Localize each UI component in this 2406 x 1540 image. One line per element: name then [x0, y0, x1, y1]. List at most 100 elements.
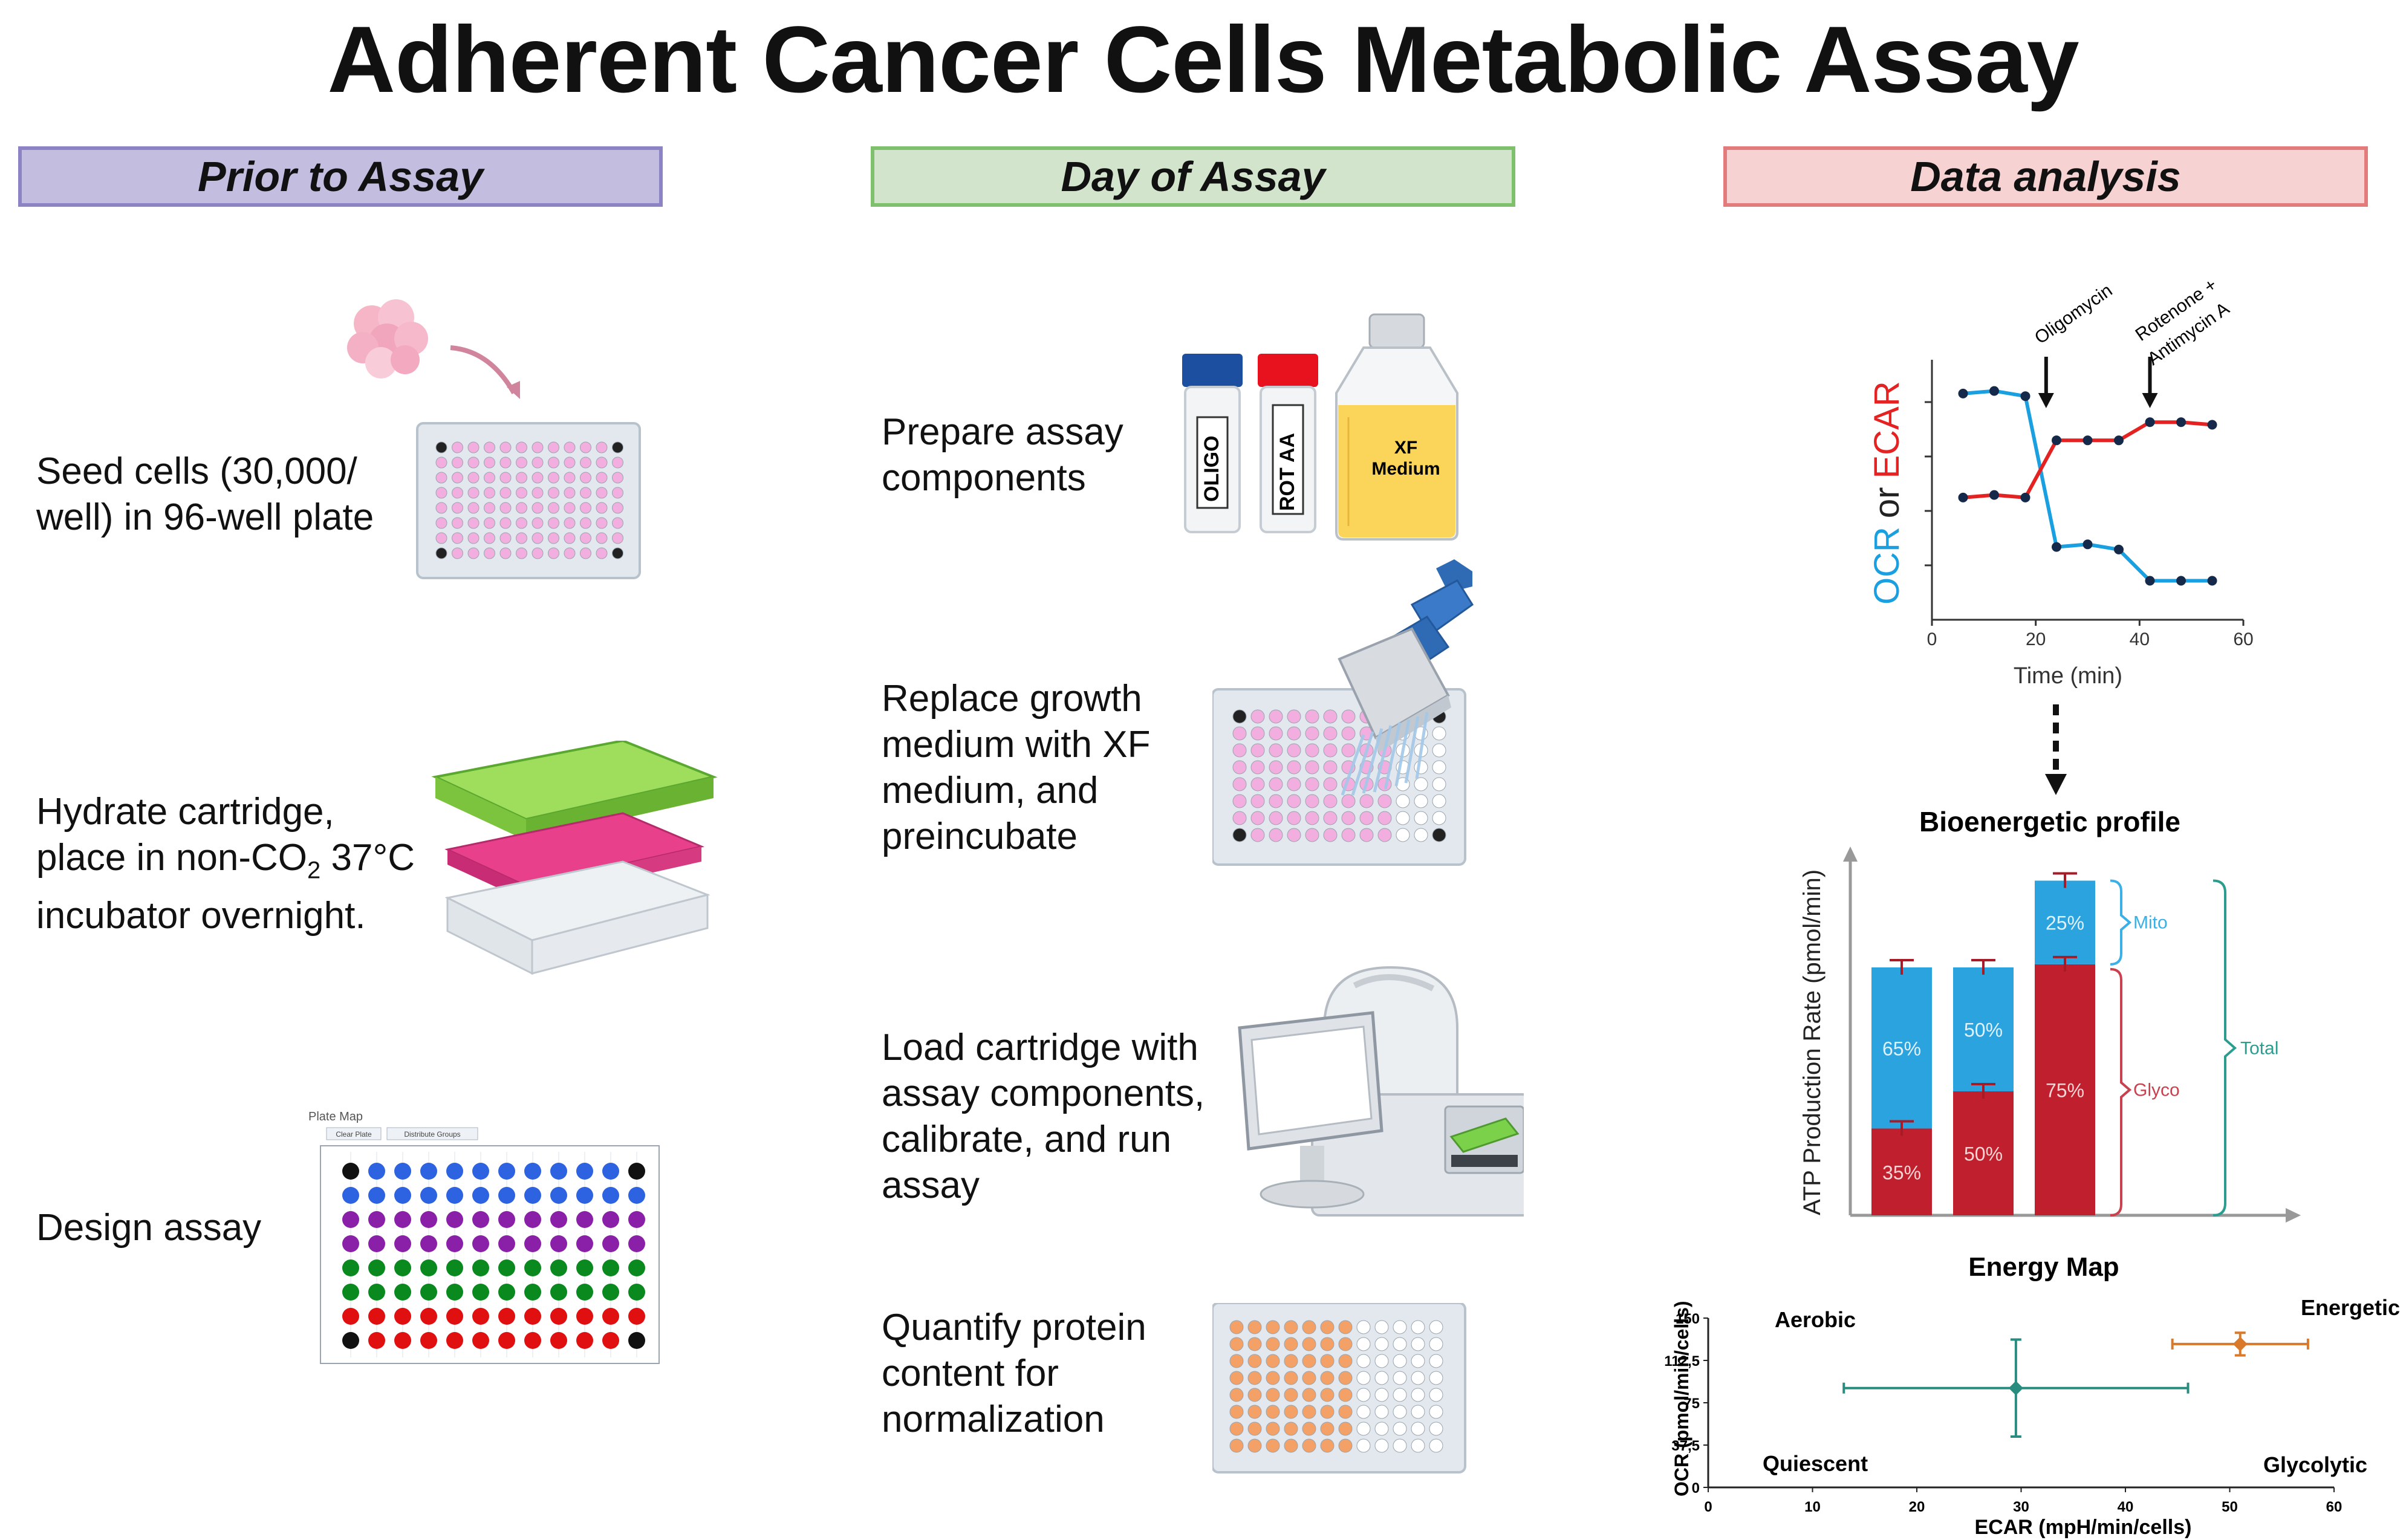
energy-point-2 — [2232, 1336, 2248, 1351]
well — [1287, 760, 1301, 775]
oligo-vial-icon: OLIGO — [1182, 354, 1243, 533]
header-prior-to-assay: Prior to Assay — [18, 146, 663, 207]
well — [1229, 1320, 1244, 1334]
well — [1302, 1438, 1316, 1453]
plate-map-well — [420, 1211, 437, 1228]
plate-map-well — [342, 1308, 359, 1325]
well — [1266, 1371, 1280, 1385]
plate-map-well — [602, 1235, 619, 1252]
well — [1320, 1405, 1335, 1419]
data-point — [2020, 391, 2030, 401]
well — [484, 487, 495, 499]
well — [484, 517, 495, 529]
plate-map-well — [576, 1187, 593, 1204]
well — [435, 456, 447, 469]
well — [499, 472, 512, 484]
quadrant-glycolytic: Glycolytic — [2263, 1452, 2367, 1477]
well — [452, 517, 463, 529]
well — [1247, 1438, 1262, 1453]
well — [580, 532, 591, 544]
data-point — [2052, 542, 2061, 552]
well — [548, 487, 559, 499]
well — [1305, 794, 1319, 808]
well — [1414, 828, 1428, 842]
plate-map-well — [602, 1187, 619, 1204]
bar-glyco — [1871, 1128, 1932, 1215]
well — [1356, 1320, 1371, 1334]
data-point — [2176, 576, 2186, 586]
protein-quant-plate-illustration — [1212, 1303, 1466, 1473]
plate-map-well — [420, 1163, 437, 1180]
well — [596, 547, 608, 559]
replace-line2: medium with XF — [882, 724, 1151, 765]
well — [580, 487, 591, 499]
well — [1341, 828, 1356, 842]
x-tick-label: 0 — [1927, 629, 1937, 649]
well — [1287, 811, 1301, 825]
plate-map-well — [524, 1284, 541, 1301]
data-point — [1989, 490, 1999, 500]
well — [564, 502, 576, 514]
plate-map-well — [576, 1259, 593, 1276]
well — [1341, 811, 1356, 825]
well — [596, 502, 608, 514]
energy-point-1 — [2008, 1380, 2023, 1395]
well — [548, 517, 559, 529]
well — [1247, 1337, 1262, 1351]
legend-total: Total — [2240, 1038, 2278, 1058]
well — [1232, 743, 1247, 758]
plate-map-well — [394, 1163, 411, 1180]
well — [532, 532, 544, 544]
data-point — [2176, 417, 2186, 427]
well — [1229, 1371, 1244, 1385]
well — [452, 502, 463, 514]
plate-map-well — [602, 1332, 619, 1349]
plate-map-well — [550, 1332, 567, 1349]
rot-aa-label: ROT AA — [1276, 433, 1299, 511]
well — [1250, 777, 1265, 791]
well — [516, 441, 527, 453]
x-tick-label: 40 — [2130, 629, 2150, 649]
well — [467, 532, 480, 544]
plate-map-well — [342, 1332, 359, 1349]
step-replace-medium: Replace growth medium with XF medium, an… — [882, 676, 1150, 860]
data-point — [1989, 386, 1999, 396]
well — [435, 441, 447, 453]
series-line-ocr — [1963, 389, 2213, 583]
well — [1229, 1421, 1244, 1436]
well — [1287, 709, 1301, 724]
well — [467, 456, 480, 469]
bar-glyco — [1953, 1091, 2014, 1215]
mito-percent-label: 25% — [2046, 912, 2084, 934]
well — [1338, 1438, 1353, 1453]
plate-map-well — [550, 1259, 567, 1276]
well — [1393, 1371, 1407, 1385]
96-well-plate-partial-pink — [1212, 688, 1466, 866]
well — [580, 517, 591, 529]
well — [1374, 1320, 1389, 1334]
hydrate-line2-temp: 37°C — [320, 837, 415, 879]
well — [1414, 777, 1428, 791]
plate-map-well — [368, 1187, 385, 1204]
plate-map-well — [446, 1284, 463, 1301]
header-data-analysis: Data analysis — [1723, 146, 2368, 207]
data-point — [1958, 492, 1968, 502]
well — [1356, 1354, 1371, 1368]
plate-map-well — [524, 1163, 541, 1180]
well — [596, 456, 608, 469]
x-tick-label: 20 — [2026, 629, 2046, 649]
well — [484, 441, 495, 453]
plate-map-title: Plate Map — [308, 1110, 363, 1123]
well — [1250, 811, 1265, 825]
well — [1374, 1421, 1389, 1436]
plate-map-well — [498, 1308, 515, 1325]
plate-map-well — [446, 1259, 463, 1276]
well — [1374, 1371, 1389, 1385]
well — [564, 456, 576, 469]
oligo-label: OLIGO — [1200, 435, 1223, 502]
plate-map-well — [550, 1211, 567, 1228]
well — [1284, 1337, 1298, 1351]
plate-map-well — [498, 1187, 515, 1204]
plate-map-well — [446, 1211, 463, 1228]
